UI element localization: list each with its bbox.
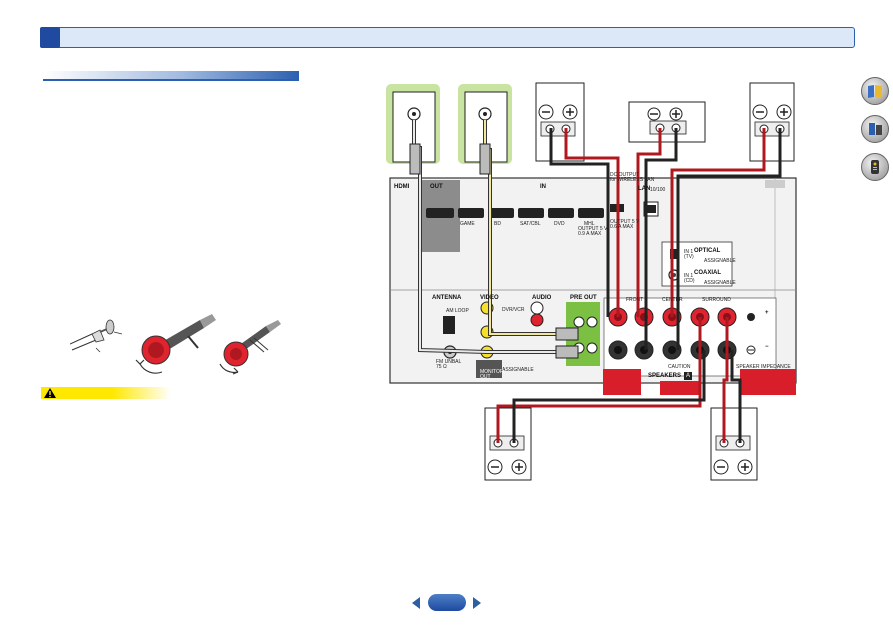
monitor-out-label: MONITOR OUT [480,369,504,380]
tools-glyph [869,123,882,135]
terminal-unscrew-icon [135,314,216,374]
book-icon[interactable] [861,77,889,105]
section-rule [43,71,299,81]
preout-label: PRE OUT [570,295,597,301]
speaker-center [628,101,706,143]
audio-label: AUDIO [532,295,552,301]
impedance-note: SPEAKER IMPEDANCE [736,364,791,370]
usb-label: DC OUTPUT for WIRELESS LAN [610,172,655,183]
usb-note: OUTPUT 5 V 0.6 A MAX [610,219,640,230]
connection-diagram [386,82,797,481]
minus-symbol: − [765,344,769,350]
surround-label: SURROUND [702,297,731,303]
assignable-label: ASSIGNABLE [502,367,534,373]
am-loop-label: AM LOOP [446,308,469,314]
lan-label: LAN [638,186,651,192]
terminal-tighten-icon [219,320,281,375]
section-number-box [40,27,60,48]
speaker-surround-left [484,407,532,481]
remote-glyph [871,160,879,174]
next-page-arrow-icon[interactable] [471,596,483,610]
audio-cable [479,120,579,341]
prev-page-arrow-icon[interactable] [410,596,422,610]
coaxial-in-cd: IN 1 (CD) [684,273,695,284]
tools-icon[interactable] [861,115,889,143]
video-label: VIDEO [480,295,499,301]
hdmi-input-dvd: DVD [554,221,565,227]
hdmi-input-game: GAME [460,221,475,227]
remote-icon[interactable] [861,153,889,181]
speaker-wire-illustration [70,314,281,375]
speaker-surround-right [710,407,758,481]
speakers-badge: A [684,372,692,380]
speakers-label: SPEAKERS [648,373,682,379]
hdmi-label: HDMI [394,184,410,190]
video-cable [409,120,579,359]
warning-triangle-icon [44,388,56,398]
book-glyph [868,85,882,98]
stripped-wire-icon [70,319,123,353]
hdmi-out-label: OUT [430,184,443,190]
coaxial-label: COAXIAL [694,270,721,276]
optical-label: OPTICAL [694,248,721,254]
optical-in-tv: IN 1 (TV) [684,249,694,260]
hdmi-in-label: IN [540,184,546,190]
page-number-badge [428,594,466,611]
red-block-front [603,369,641,395]
hdmi-input-bd: BD [494,221,501,227]
dvr-label: DVR/VCR [502,307,525,313]
lan-sub: 10/100 [650,187,666,193]
red-block-center [660,381,700,395]
speaker-front-left [535,82,585,162]
mhl-note: OUTPUT 5 V 0.9 A MAX [578,226,608,237]
antenna-label: ANTENNA [432,295,462,301]
optical-sub: ASSIGNABLE [704,258,736,264]
fm-label: FM UNBAL 75 Ω [436,359,462,370]
coaxial-sub: ASSIGNABLE [704,280,736,286]
caution-bar [41,387,171,399]
hdmi-input-mhl: MHL [584,221,595,227]
red-block-surround [740,369,796,395]
caution-text: CAUTION [668,364,691,370]
speaker-front-right [749,82,795,162]
front-label: FRONT [626,297,644,303]
header-bar [40,27,855,48]
plus-symbol: + [765,310,769,316]
center-label: CENTER [662,297,683,303]
hdmi-input-satcbl: SAT/CBL [520,221,541,227]
